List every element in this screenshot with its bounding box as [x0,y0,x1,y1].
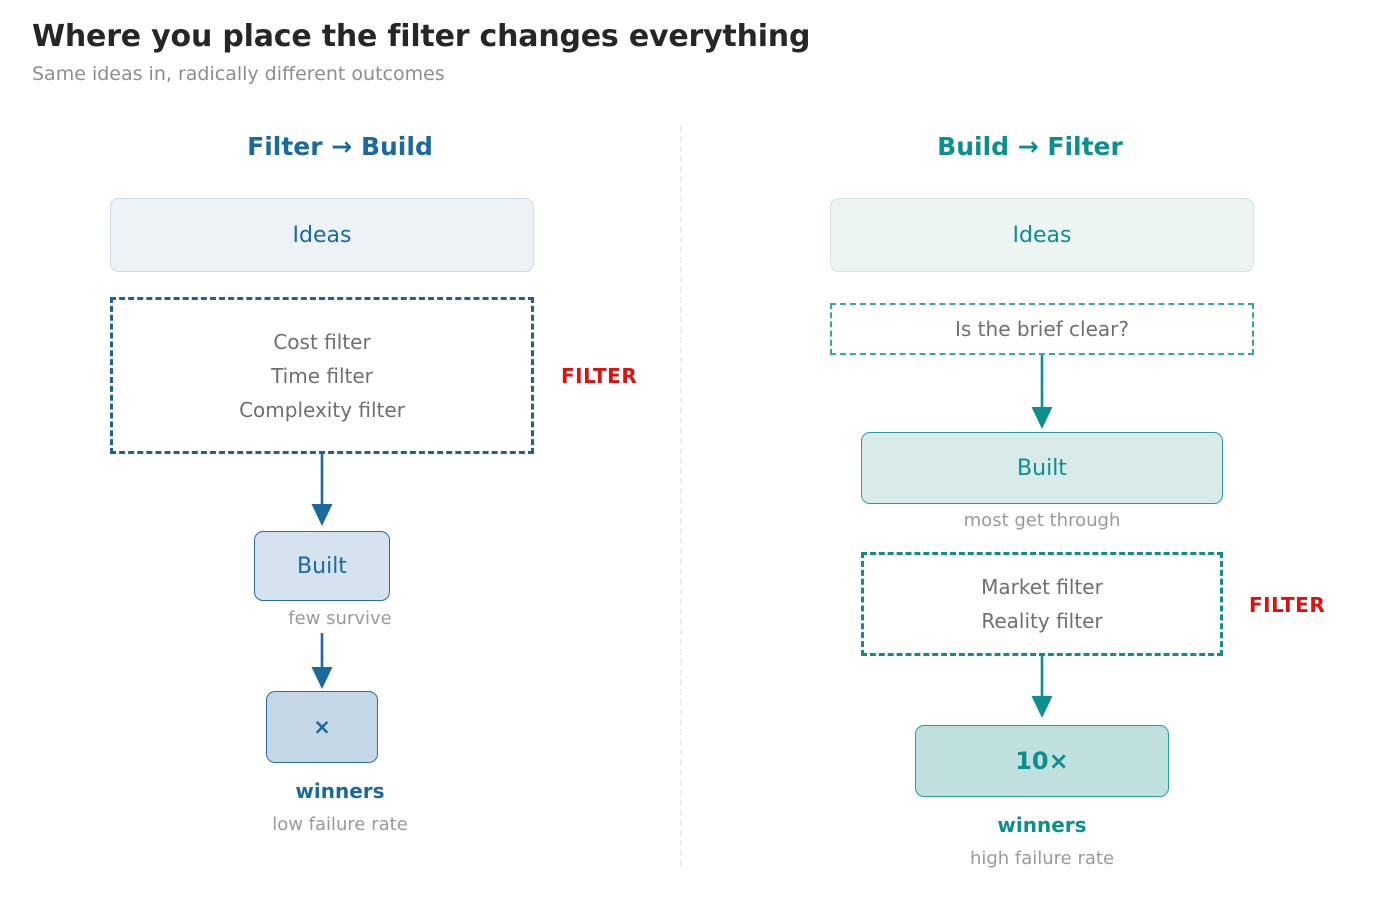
left-filter-box[interactable]: Cost filter Time filter Complexity filte… [110,297,534,454]
left-outcome-value: × [313,715,331,739]
right-outcome-caption: high failure rate [969,848,1115,869]
left-filter-line-1: Cost filter [273,329,371,354]
right-built-caption: most get through [963,510,1121,531]
right-column-title: Build → Filter [937,132,1123,161]
column-divider [680,126,682,866]
right-filter-tag: FILTER [1249,593,1326,617]
left-outcome-label: winners [295,779,385,803]
right-ideas-label: Ideas [1012,222,1072,248]
right-built-label: Built [1017,455,1067,481]
right-gate-label: Is the brief clear? [955,317,1129,341]
right-filter-line-1: Market filter [981,575,1103,599]
left-built-caption: few survive [288,608,392,629]
right-filter-line-2: Reality filter [981,609,1103,633]
right-arrow-filter-to-winners [1031,656,1053,718]
left-filter-line-3: Complexity filter [239,397,405,422]
header: Where you place the filter changes every… [32,20,810,85]
right-outcome-label: winners [997,813,1087,837]
right-ideas-box[interactable]: Ideas [830,198,1254,272]
left-outcome-caption: low failure rate [272,814,408,835]
page-subtitle: Same ideas in, radically different outco… [32,63,445,85]
right-outcome-value: 10× [1015,747,1069,775]
left-column-title: Filter → Build [247,132,433,161]
left-outcome-box[interactable]: × [266,691,378,763]
left-filter-line-2: Time filter [271,363,373,388]
right-arrow-gate-to-built [1031,355,1053,429]
left-ideas-box[interactable]: Ideas [110,198,534,272]
right-gate-box[interactable]: Is the brief clear? [830,303,1254,355]
left-built-box[interactable]: Built [254,531,390,601]
left-ideas-label: Ideas [292,222,352,248]
left-filter-tag: FILTER [561,364,638,388]
right-built-box[interactable]: Built [861,432,1223,504]
right-outcome-box[interactable]: 10× [915,725,1169,797]
left-arrow-built-to-winners [311,633,333,689]
page-title: Where you place the filter changes every… [32,19,811,54]
right-filter-box[interactable]: Market filter Reality filter [861,552,1223,656]
left-built-label: Built [297,553,347,579]
left-arrow-filter-to-built [311,454,333,526]
